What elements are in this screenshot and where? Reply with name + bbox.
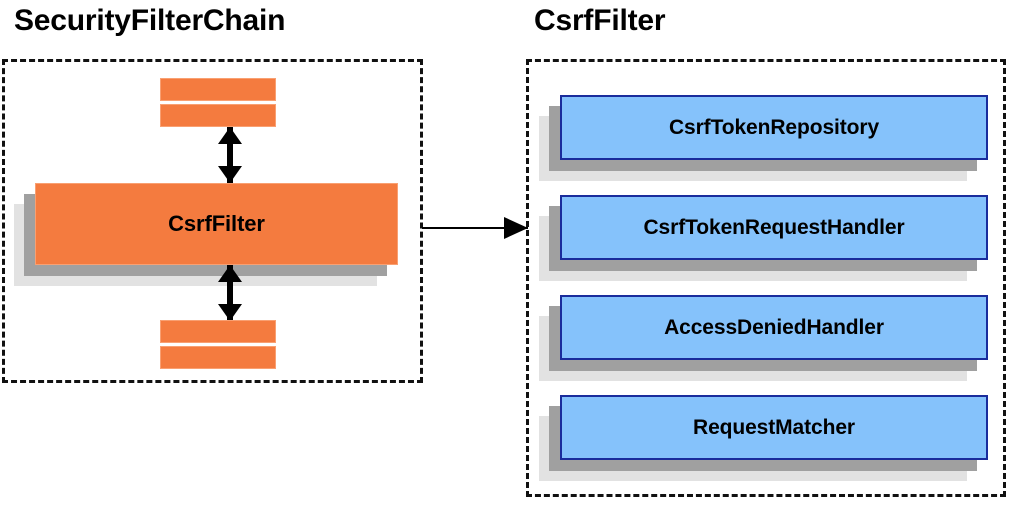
arrow-head-right [504, 217, 528, 239]
component-face: RequestMatcher [560, 395, 988, 460]
arrow-shaft [227, 265, 233, 321]
arrow-head-down [218, 166, 242, 183]
arrow-head-up [218, 127, 242, 144]
filter-strip-top-1 [160, 78, 276, 101]
security-filter-chain-region [2, 59, 423, 383]
filter-strip-top-2 [160, 104, 276, 127]
component-face: AccessDeniedHandler [560, 295, 988, 360]
component-label: RequestMatcher [693, 415, 855, 439]
component-face: CsrfTokenRepository [560, 95, 988, 160]
component-box-csrf-token-request-handler: CsrfTokenRequestHandler [539, 195, 988, 281]
page-title-csrf-filter: CsrfFilter [534, 4, 666, 37]
bottom-double-arrow [218, 265, 242, 321]
arrow-shaft [422, 227, 528, 229]
top-double-arrow [218, 127, 242, 183]
csrf-filter-label: CsrfFilter [168, 211, 265, 236]
csrf-filter-face: CsrfFilter [35, 183, 398, 265]
csrf-filter-region [526, 59, 1006, 497]
component-label: CsrfTokenRequestHandler [643, 215, 905, 239]
arrow-head-down [218, 304, 242, 321]
filter-strip-bottom-1 [160, 320, 276, 343]
component-box-request-matcher: RequestMatcher [539, 395, 988, 481]
component-label: CsrfTokenRepository [668, 115, 880, 139]
csrffilter-to-detail-arrow [422, 217, 528, 239]
arrow-shaft [227, 127, 233, 183]
component-box-csrf-token-repository: CsrfTokenRepository [539, 95, 988, 181]
component-label: AccessDeniedHandler [664, 315, 884, 339]
arrow-head-up [218, 265, 242, 282]
page-title-security-filter-chain: SecurityFilterChain [14, 4, 286, 37]
filter-strip-bottom-2 [160, 346, 276, 369]
csrf-filter-box: CsrfFilter [14, 183, 398, 286]
component-face: CsrfTokenRequestHandler [560, 195, 988, 260]
component-box-access-denied-handler: AccessDeniedHandler [539, 295, 988, 381]
